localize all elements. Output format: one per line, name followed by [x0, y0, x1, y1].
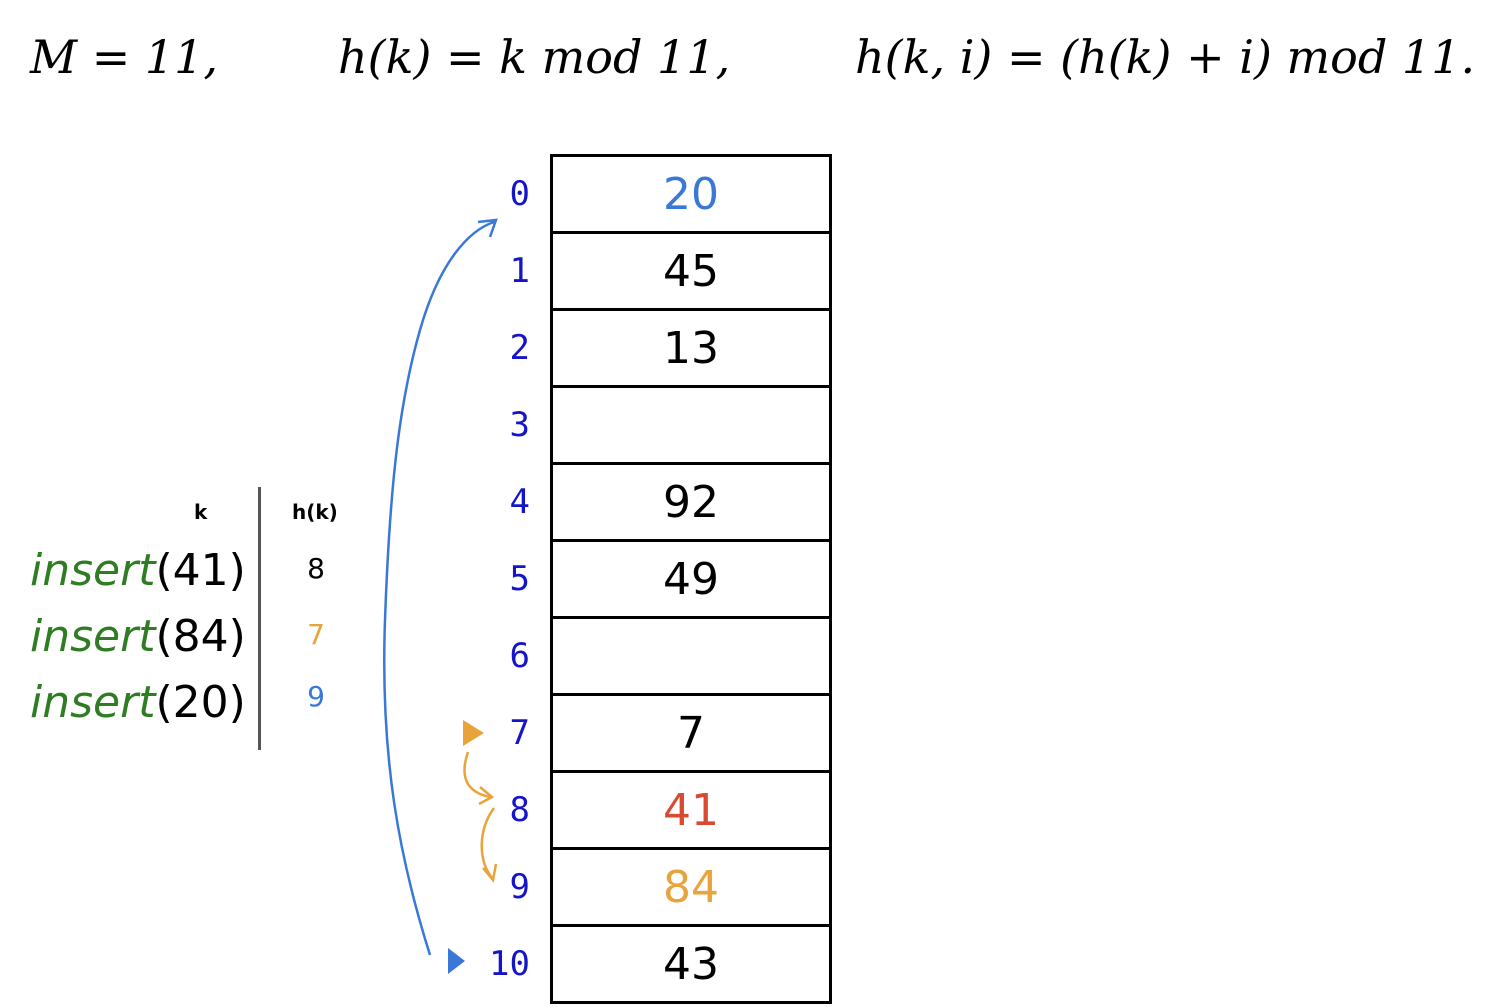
- cell-value: 13: [663, 322, 719, 374]
- insert-arg: (84): [155, 611, 246, 662]
- formula-probe: h(k, i) = (h(k) + i) mod 11.: [855, 30, 1476, 84]
- cell-value: 84: [663, 861, 719, 913]
- hash-table: 20 45 13 92 49 7 41 84 43: [550, 154, 832, 1004]
- index-label-2: 2: [509, 328, 530, 368]
- hk-value-2: 7: [307, 618, 325, 651]
- header-k: k: [194, 500, 208, 524]
- cell-value: 43: [663, 938, 719, 990]
- insert-keyword: insert: [30, 611, 156, 662]
- insert-row-1: insert(41): [30, 545, 246, 596]
- orange-start-marker: [463, 720, 484, 746]
- insert-keyword: insert: [30, 677, 156, 728]
- index-label-10: 10: [489, 944, 530, 984]
- insert-keyword: insert: [30, 545, 156, 596]
- orange-arrow-7-to-8: [463, 751, 491, 799]
- orange-arrow-8-to-9: [480, 807, 496, 879]
- cell-value: 92: [663, 476, 719, 528]
- insert-arg: (41): [155, 545, 246, 596]
- blue-wraparound-arrow: [382, 220, 495, 956]
- insert-arg: (20): [155, 677, 246, 728]
- index-label-0: 0: [509, 174, 530, 214]
- index-label-9: 9: [509, 867, 530, 907]
- blue-arrowhead-top: [477, 218, 498, 238]
- cell-value: 20: [663, 168, 719, 220]
- cell-value: 41: [663, 784, 719, 836]
- cell-value: 45: [663, 245, 719, 297]
- formula-m: M = 11,: [30, 30, 219, 84]
- operations-divider: [258, 487, 261, 750]
- orange-arrowhead-9: [482, 863, 498, 883]
- index-label-5: 5: [509, 559, 530, 599]
- table-cell-10: 43: [550, 924, 832, 1004]
- hk-value-3: 9: [307, 680, 325, 713]
- formula-hash: h(k) = k mod 11,: [338, 30, 731, 84]
- index-label-6: 6: [509, 636, 530, 676]
- index-label-7: 7: [509, 713, 530, 753]
- index-label-4: 4: [509, 482, 530, 522]
- hk-value-1: 8: [307, 552, 325, 585]
- cell-value: 7: [677, 707, 705, 759]
- blue-start-marker: [448, 948, 465, 974]
- orange-arrowhead-8: [478, 786, 495, 806]
- index-label-1: 1: [509, 251, 530, 291]
- cell-value: 49: [663, 553, 719, 605]
- insert-row-2: insert(84): [30, 611, 246, 662]
- insert-row-3: insert(20): [30, 677, 246, 728]
- header-hk: h(k): [292, 500, 338, 524]
- index-label-3: 3: [509, 405, 530, 445]
- index-label-8: 8: [509, 790, 530, 830]
